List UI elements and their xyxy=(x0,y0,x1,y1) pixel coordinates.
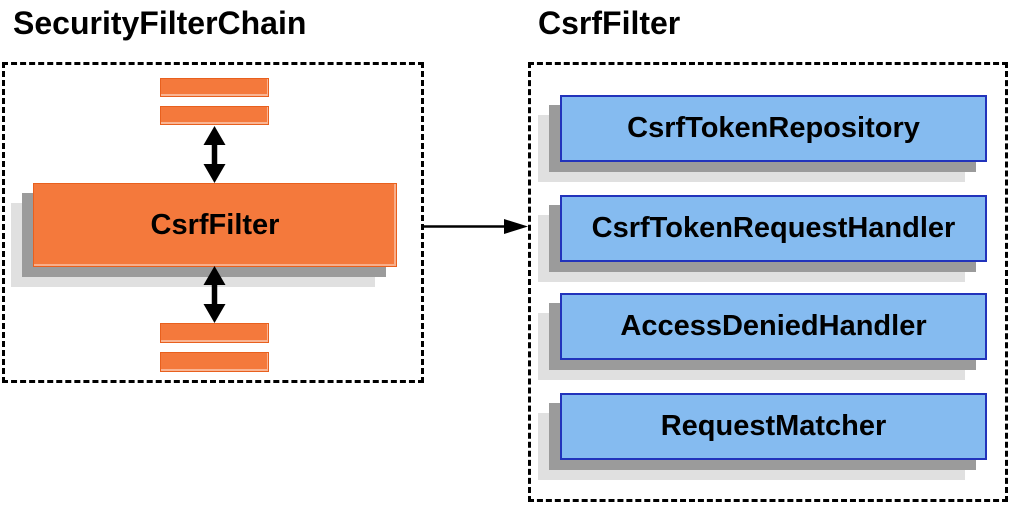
csrf-filter-title: CsrfFilter xyxy=(538,5,681,41)
csrf-filter-node-label: CsrfFilter xyxy=(150,208,280,241)
flow-arrow-icon xyxy=(424,219,528,234)
security-filter-chain-container xyxy=(2,62,424,383)
filter-placeholder-bar xyxy=(160,323,269,343)
filter-placeholder-bar xyxy=(160,352,269,372)
csrf-filter-container xyxy=(528,62,1008,502)
filter-placeholder-bar xyxy=(160,78,269,97)
filter-placeholder-bar xyxy=(160,106,269,125)
bidirectional-arrow-icon xyxy=(203,126,226,183)
component-box-request-matcher: RequestMatcher xyxy=(560,393,987,460)
component-label: AccessDeniedHandler xyxy=(620,310,927,342)
component-box-csrf-token-repository: CsrfTokenRepository xyxy=(560,95,987,162)
component-label: CsrfTokenRepository xyxy=(627,112,920,144)
component-box-access-denied-handler: AccessDeniedHandler xyxy=(560,293,987,360)
security-filter-chain-title: SecurityFilterChain xyxy=(13,5,307,41)
component-box-csrf-token-request-handler: CsrfTokenRequestHandler xyxy=(560,195,987,262)
component-label: CsrfTokenRequestHandler xyxy=(591,212,956,244)
csrf-filter-node: CsrfFilter xyxy=(33,183,397,267)
component-label: RequestMatcher xyxy=(660,410,887,442)
bidirectional-arrow-icon xyxy=(203,266,226,323)
